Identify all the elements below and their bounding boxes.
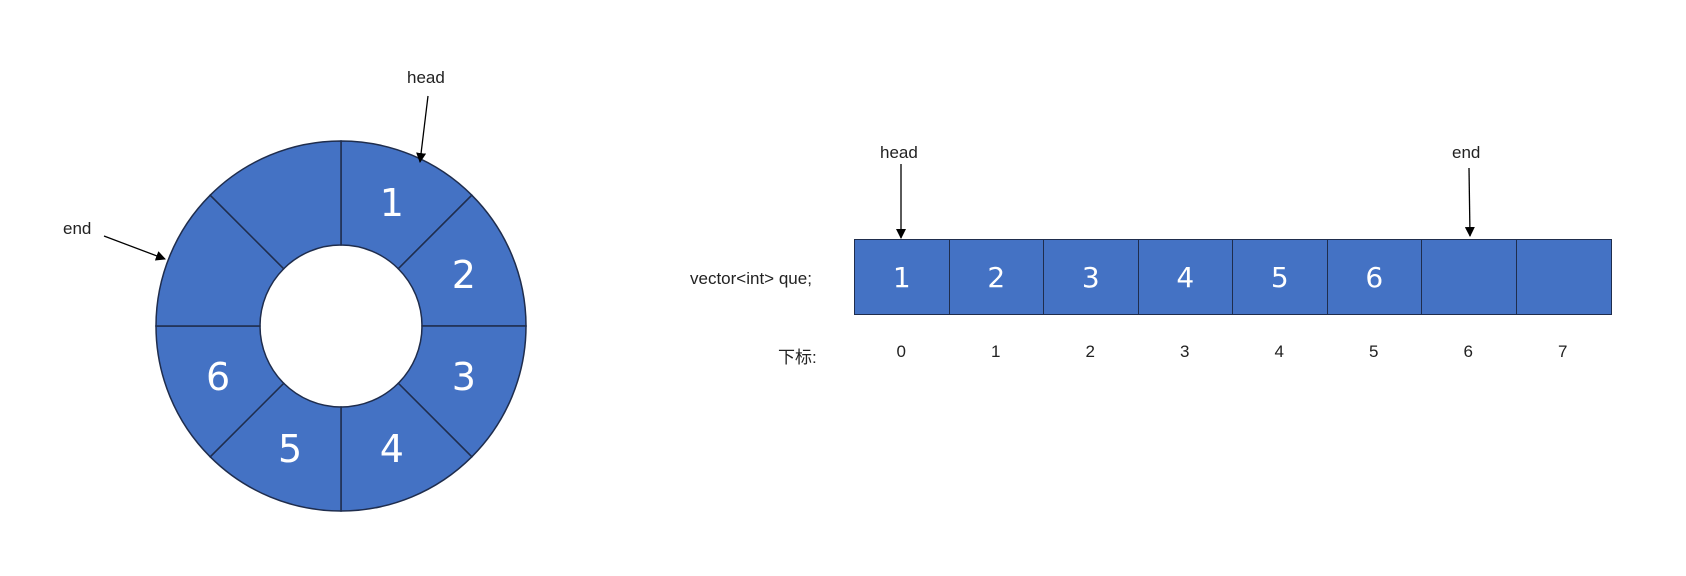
array-index: 2 (1085, 342, 1095, 361)
array-cell (1422, 240, 1517, 314)
ring-end-label: end (63, 219, 92, 238)
ring-segment-label: 6 (206, 355, 230, 399)
array-index: 5 (1369, 342, 1379, 361)
array-cell: 3 (1044, 240, 1139, 314)
vector-declaration-label: vector<int> que; (690, 269, 812, 288)
array-cell: 6 (1327, 240, 1422, 314)
index-label: 下标: (778, 348, 817, 367)
array-cell: 2 (949, 240, 1044, 314)
ring-end-arrow (103, 235, 166, 261)
vector-array: 1 2 3 4 5 6 (854, 239, 1612, 315)
array-indices: 0 1 2 3 4 5 6 7 (854, 342, 1610, 362)
array-cell: 5 (1233, 240, 1328, 314)
array-end-label: end (1452, 143, 1481, 162)
array-cell (1516, 240, 1611, 314)
array-index: 7 (1558, 342, 1568, 361)
array-cell: 4 (1138, 240, 1233, 314)
array-index: 6 (1463, 342, 1473, 361)
array-index: 3 (1180, 342, 1190, 361)
ring-segment (209, 140, 342, 270)
array-cell: 1 (855, 240, 950, 314)
ring-segment-label: 5 (278, 427, 302, 471)
ring-head-arrow (416, 95, 429, 163)
ring-segment-label: 2 (452, 253, 476, 297)
ring-head-label: head (407, 68, 445, 87)
ring-segment-label: 4 (380, 427, 404, 471)
ring-segment-label: 1 (380, 181, 404, 225)
array-index: 1 (991, 342, 1001, 361)
array-index: 0 (896, 342, 906, 361)
array-index: 4 (1274, 342, 1284, 361)
ring-segment-label: 3 (452, 355, 476, 399)
array-head-label: head (880, 143, 918, 162)
array-end-arrow (1464, 167, 1475, 237)
